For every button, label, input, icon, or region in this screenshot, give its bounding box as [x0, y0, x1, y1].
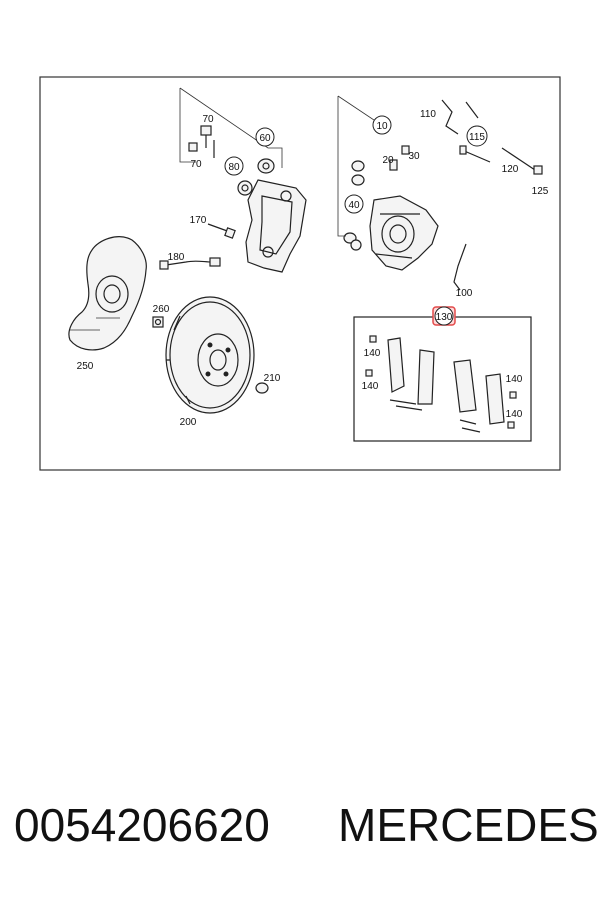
label-180: 180	[168, 252, 185, 263]
label-210: 210	[264, 373, 281, 384]
caption: 0054206620 MERCEDES	[0, 798, 600, 868]
brand-name: MERCEDES	[338, 799, 599, 851]
bolt-70-lower	[188, 142, 198, 152]
label-140-a: 140	[364, 348, 381, 359]
spring-100	[453, 243, 467, 291]
label-120: 120	[502, 164, 519, 175]
callout-10: 10	[372, 115, 392, 135]
callout-130: 130	[432, 306, 456, 326]
brake-pad-set	[365, 335, 517, 433]
brake-shield	[68, 236, 147, 351]
piston-seal-40	[343, 232, 362, 251]
label-70-top: 70	[202, 114, 214, 125]
label-140-c: 140	[506, 374, 523, 385]
bushing-80	[237, 180, 253, 196]
bleeder-20	[389, 159, 398, 171]
callout-115: 115	[466, 125, 488, 147]
label-250: 250	[77, 361, 94, 372]
callout-80: 80	[224, 156, 244, 176]
caliper-housing	[369, 195, 439, 271]
bolt-170	[207, 223, 236, 239]
label-70-lower: 70	[190, 159, 202, 170]
label-100: 100	[456, 288, 473, 299]
label-170: 170	[190, 215, 207, 226]
clip-110	[441, 99, 479, 135]
caliper-carrier	[245, 179, 307, 273]
bolt-70-top	[200, 125, 215, 158]
pin-120	[459, 145, 491, 163]
nut-210	[255, 382, 269, 394]
label-130: 130	[436, 312, 453, 323]
label-60: 60	[259, 133, 271, 144]
label-10: 10	[376, 121, 388, 132]
label-200: 200	[180, 417, 197, 428]
bolt-260	[152, 316, 164, 328]
label-20: 20	[382, 155, 394, 166]
leader-box-left	[179, 87, 283, 168]
label-260: 260	[153, 304, 170, 315]
label-140-b: 140	[362, 381, 379, 392]
brake-disc	[165, 296, 255, 414]
label-110: 110	[420, 109, 436, 120]
bleeder-30	[401, 145, 410, 155]
callout-60: 60	[255, 127, 275, 147]
label-80: 80	[228, 162, 240, 173]
callout-40: 40	[344, 194, 364, 214]
pin-125	[501, 147, 543, 175]
label-125: 125	[532, 186, 549, 197]
label-115: 115	[469, 132, 485, 143]
piston-seal-10	[351, 160, 365, 186]
label-40: 40	[348, 200, 360, 211]
label-140-d: 140	[506, 409, 523, 420]
wear-sensor-180	[159, 257, 221, 270]
label-30: 30	[408, 151, 420, 162]
bushing-60	[257, 158, 275, 174]
part-number: 0054206620	[14, 799, 270, 851]
